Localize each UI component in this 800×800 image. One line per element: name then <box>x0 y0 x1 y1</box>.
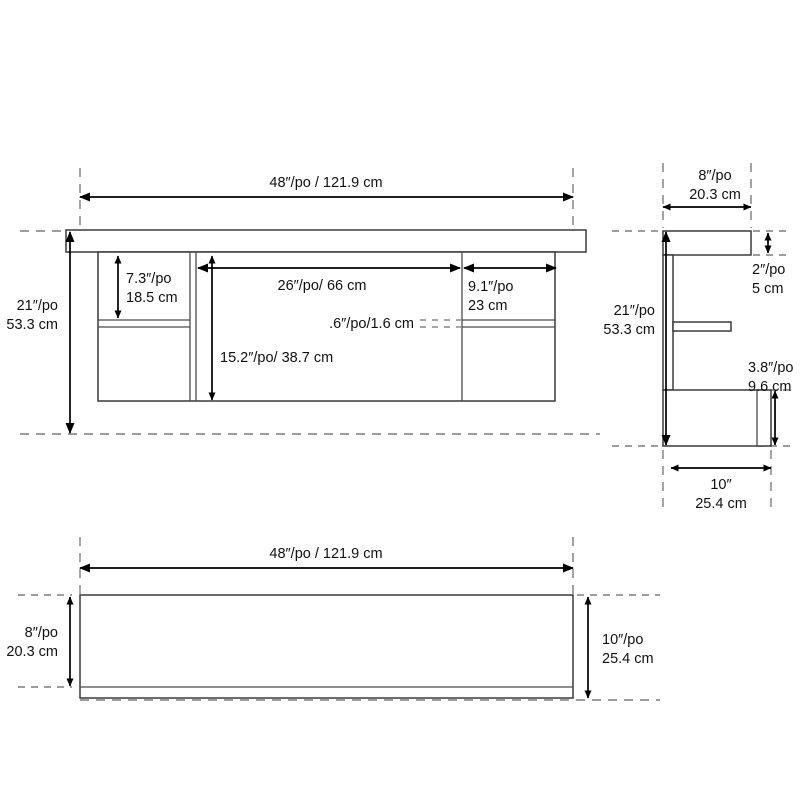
side-depth-label-line1: 8″/po <box>698 168 731 184</box>
side-top-panel <box>662 230 752 256</box>
top-right-depth-line2: 25.4 cm <box>602 651 654 667</box>
front-height-label-line1: 21″/po <box>17 298 58 314</box>
side-base-height-line1: 3.8″/po <box>748 360 793 376</box>
front-width-label: 48″/po / 121.9 cm <box>269 175 382 191</box>
front-top-plank <box>65 229 587 253</box>
right-compartment-label-line2: 23 cm <box>468 298 508 314</box>
side-height-label-line2: 53.3 cm <box>603 322 655 338</box>
center-height-label: 15.2″/po/ 38.7 cm <box>220 350 333 366</box>
side-base-block <box>662 389 772 447</box>
top-width-label: 48″/po / 121.9 cm <box>269 546 382 562</box>
top-left-depth-line2: 20.3 cm <box>6 644 58 660</box>
side-top-thickness-line2: 5 cm <box>752 281 783 297</box>
shelf-thickness-label: .6″/po/1.6 cm <box>329 316 414 332</box>
side-base-height-line2: 9.6 cm <box>748 379 792 395</box>
top-right-depth-line1: 10″/po <box>602 632 643 648</box>
top-view-group: 48″/po / 121.9 cm 8″/po 20.3 cm 10″/po 2… <box>6 537 660 701</box>
left-compartment-label-line1: 7.3″/po <box>126 271 171 287</box>
side-base-depth-line2: 25.4 cm <box>695 496 747 512</box>
top-left-depth-line1: 8″/po <box>25 625 58 641</box>
front-height-label-line2: 53.3 cm <box>6 317 58 333</box>
side-top-thickness-line1: 2″/po <box>752 262 785 278</box>
side-mid-shelf <box>672 321 732 332</box>
front-view-group: 48″/po / 121.9 cm 21″/po 53.3 cm 7.3″/po… <box>6 168 600 435</box>
side-depth-label-line2: 20.3 cm <box>689 187 741 203</box>
top-plan-outline <box>79 594 574 699</box>
side-back-panel <box>662 254 674 391</box>
center-opening-label: 26″/po/ 66 cm <box>278 278 367 294</box>
left-compartment-label-line2: 18.5 cm <box>126 290 178 306</box>
right-compartment-label-line1: 9.1″/po <box>468 279 513 295</box>
side-height-label-line1: 21″/po <box>614 303 655 319</box>
side-base-depth-line1: 10″ <box>710 477 731 493</box>
side-view-group: 8″/po 20.3 cm 21″/po 53.3 cm 2″/po 5 cm … <box>603 163 793 512</box>
